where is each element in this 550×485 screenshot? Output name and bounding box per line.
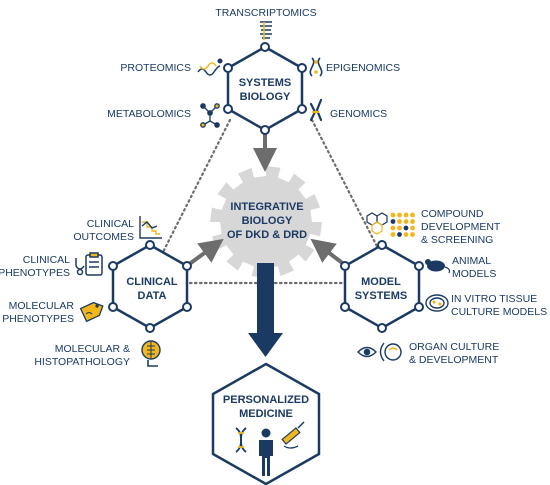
screening-dot	[397, 225, 402, 231]
clinical-outcomes-line2: OUTCOMES	[73, 231, 134, 243]
transcriptomics-label: TRANSCRIPTOMICS	[215, 7, 316, 19]
personalized-medicine-line2: MEDICINE	[239, 408, 293, 420]
syringe-icon	[281, 421, 305, 449]
personalized-medicine-hexagon: PERSONALIZED MEDICINE	[211, 362, 321, 485]
gear-icon	[210, 166, 322, 278]
clinical-outcomes-line1: CLINICAL	[87, 218, 134, 230]
transcriptomics-icon	[260, 21, 272, 40]
hexagon-network-icon	[366, 212, 388, 235]
proteomics-icon	[197, 58, 223, 76]
in-vitro-line2: CULTURE MODELS	[451, 306, 547, 318]
clinical-phenotypes-line1: CLINICAL	[23, 254, 70, 266]
compound-line3: & SCREENING	[421, 234, 493, 246]
screening-dot	[390, 225, 396, 231]
big-arrow-to-medicine	[248, 263, 283, 357]
genomics-label: GENOMICS	[330, 108, 387, 120]
screening-dot	[397, 232, 402, 237]
molecule-icon	[200, 103, 220, 128]
screening-dot	[403, 219, 409, 224]
screening-dot	[410, 212, 415, 218]
model-systems-hexagon: MODEL SYSTEMS	[340, 240, 424, 333]
screening-dot	[397, 212, 402, 218]
chromosome-icon	[309, 98, 323, 122]
molecular-phenotypes-line2: PHENOTYPES	[2, 313, 74, 325]
systems-biology-line2: BIOLOGY	[240, 91, 291, 103]
arrow-clinical-to-center	[186, 238, 224, 267]
compound-line1: COMPOUND	[421, 208, 484, 220]
proteomics-label: PROTEOMICS	[120, 62, 191, 74]
animal-models-line2: MODELS	[452, 268, 496, 280]
connector-systems-clinical	[158, 118, 232, 260]
center-label-line3: OF DKD & DRD	[227, 229, 307, 241]
screening-dot	[403, 232, 409, 237]
screening-dot	[390, 232, 396, 237]
histopathology-line1: MOLECULAR &	[55, 343, 130, 355]
epigenomics-label: EPIGENOMICS	[326, 62, 400, 74]
dna-icon	[235, 427, 247, 453]
screening-dot	[397, 219, 402, 224]
microscope-icon	[141, 340, 161, 367]
person-icon	[259, 428, 273, 476]
arrows	[186, 133, 347, 357]
organ-culture-line2: & DEVELOPMENT	[409, 354, 499, 366]
screening-dot	[410, 225, 415, 231]
metabolomics-label: METABOLOMICS	[107, 108, 191, 120]
systems-biology-hexagon: SYSTEMS BIOLOGY	[223, 42, 307, 135]
screening-dot	[403, 212, 409, 218]
mouse-icon	[425, 259, 451, 274]
model-systems-line1: MODEL	[361, 276, 401, 288]
screening-dot	[403, 225, 409, 231]
epigenomics-icon	[309, 57, 323, 77]
petri-dish-icon	[425, 294, 449, 312]
organ-culture-line1: ORGAN CULTURE	[409, 341, 499, 353]
personalized-medicine-line1: PERSONALIZED	[223, 394, 309, 406]
clinical-data-hexagon: CLINICAL DATA	[108, 240, 192, 333]
screening-dot	[410, 232, 415, 237]
tag-icon	[79, 301, 104, 323]
center-label-line2: BIOLOGY	[242, 215, 293, 227]
chart-icon	[139, 216, 162, 239]
clinical-data-line1: CLINICAL	[126, 276, 178, 288]
clinical-phenotypes-line2: PHENOTYPES	[0, 267, 70, 279]
compound-line2: DEVELOPMENT	[421, 221, 501, 233]
screening-dot	[390, 212, 396, 218]
animal-models-line1: ANIMAL	[452, 255, 491, 267]
screening-dot	[410, 219, 415, 224]
connector-systems-model	[310, 118, 385, 260]
arrow-model-to-center	[310, 238, 347, 267]
screening-dot	[390, 219, 396, 224]
systems-biology-line1: SYSTEMS	[239, 77, 292, 89]
molecular-phenotypes-line1: MOLECULAR	[9, 300, 75, 312]
histopathology-line2: HISTOPATHOLOGY	[34, 356, 130, 368]
clinical-data-line2: DATA	[138, 290, 167, 302]
center-label-line1: INTEGRATIVE	[230, 201, 303, 213]
dot-grid-icon	[390, 212, 415, 237]
in-vitro-line1: IN VITRO TISSUE	[451, 293, 537, 305]
eye-organ-icon	[357, 342, 402, 362]
clipboard-stethoscope-icon	[75, 252, 103, 276]
model-systems-line2: SYSTEMS	[355, 290, 408, 302]
